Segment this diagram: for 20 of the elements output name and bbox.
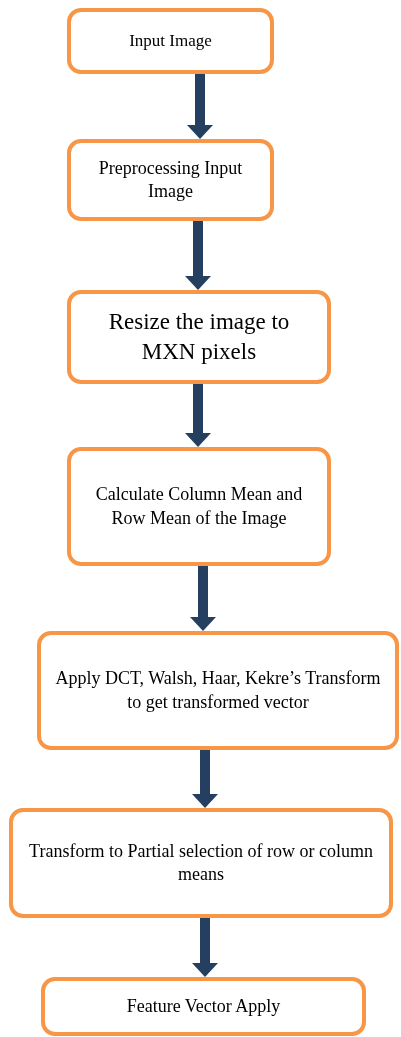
box-label: Preprocessing Input Image [97,156,244,203]
arrow [192,918,218,977]
box-label: Resize the image to MXN pixels [107,308,291,366]
process-box [9,808,393,918]
process-box [67,290,331,384]
arrow [185,384,211,447]
arrow [190,566,216,631]
box-label: Feature Vector Apply [126,994,281,1018]
box-label: Input Image [129,29,212,52]
process-box [41,977,366,1036]
process-box [67,447,331,566]
box-label: Transform to Partial selection of row or column means [28,839,374,886]
arrow [192,750,218,808]
arrow [185,221,211,290]
process-box [37,631,399,750]
process-box [67,139,274,221]
arrow [187,74,213,139]
box-label: Calculate Column Mean and Row Mean of the Image [94,483,304,530]
box-label: Apply DCT, Walsh, Haar, Kekre’s Transform to get transformed vector [54,667,382,714]
process-box [67,8,274,74]
